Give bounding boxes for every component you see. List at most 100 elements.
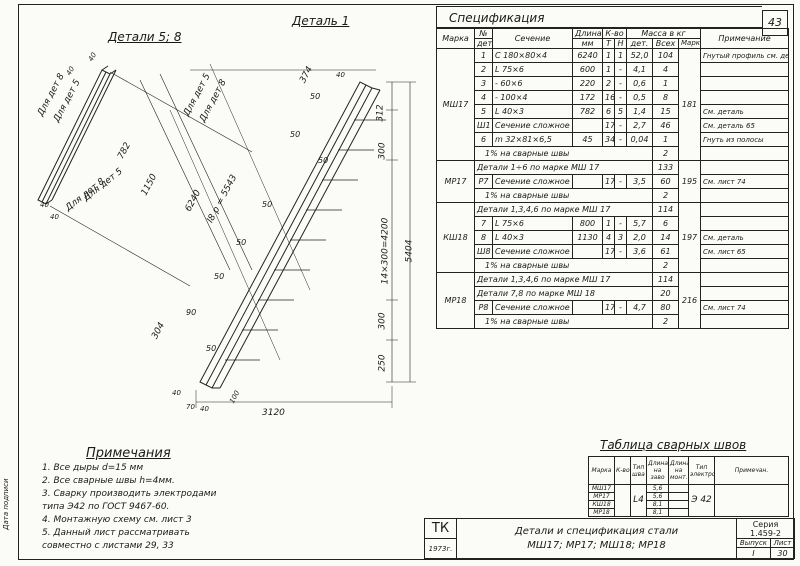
weld-hdr-type: Тип шва: [630, 456, 647, 485]
spec-sechenie: С 180×80×4: [492, 48, 573, 63]
tb-year: 1973г.: [424, 538, 457, 559]
sheet-number: 43: [768, 16, 782, 29]
spec-mass-det: 4,7: [626, 300, 653, 315]
spec-mass-marki: 216: [677, 272, 702, 329]
weld-type: L4: [630, 484, 647, 517]
spec-qty-t: 6: [602, 104, 615, 119]
spec-no: Р8: [474, 300, 493, 315]
spec-mass-marki: 195: [677, 160, 702, 203]
d1-dim-50d: 50: [262, 200, 273, 209]
spec-mass-det: 0,6: [626, 76, 653, 91]
spec-qty-t: 34: [602, 132, 615, 147]
spec-note: Гнутый профиль см. деталь: [700, 48, 790, 63]
spec-total-label: 1% на сварные швы: [474, 146, 653, 161]
spec-note: См. деталь: [700, 230, 790, 245]
spec-no: 4: [474, 90, 493, 105]
spec-qty-n: -: [614, 62, 627, 77]
spec-note: [700, 272, 790, 287]
spec-length: 172: [572, 90, 603, 105]
tb-list-val: 30: [777, 548, 788, 558]
hdr-n: Н: [614, 38, 627, 49]
spec-no: Р7: [474, 174, 493, 189]
weld-len-mont: [668, 492, 689, 501]
spec-qty-n: 3: [614, 230, 627, 245]
d1-dim-4200: 14×300=4200: [380, 217, 391, 285]
weld-hdr-electrode: Тип электрода: [688, 456, 715, 485]
spec-qty-n: -: [614, 90, 627, 105]
weld-marka: МР18: [588, 508, 615, 517]
spec-sechenie: L 40×3: [492, 230, 573, 245]
weld-marka: КШ18: [588, 500, 615, 509]
spec-total-label: 1% на сварные швы: [474, 314, 653, 329]
weld-table-wrap: Марка К-во Тип шва Длина на заво Длина н…: [588, 456, 789, 517]
d1-dim-50b: 50: [290, 130, 301, 139]
spec-sechenie: m 32×81×6,5: [492, 132, 573, 147]
spec-marka: МР17: [436, 160, 475, 203]
note-item: 5. Данный лист рассматривать: [42, 528, 190, 538]
spec-length: 45: [572, 132, 603, 147]
spec-mass-marki: 197: [677, 202, 702, 273]
spec-length: 782: [572, 104, 603, 119]
tb-vypusk-val: I: [737, 547, 771, 558]
note-item: 2. Все сварные швы h=4мм.: [42, 476, 175, 486]
spec-qty-n: -: [614, 216, 627, 231]
weld-len-mont: [668, 484, 689, 493]
spec-note: [700, 76, 790, 91]
spec-mass-det: 2,0: [626, 230, 653, 245]
hdr-massa: Масса в кг: [625, 28, 702, 39]
d1-dim-50a: 50: [310, 92, 321, 101]
spec-all: 60: [652, 174, 679, 189]
spec-all: 15: [652, 104, 679, 119]
spec-total-label: 1% на сварные швы: [474, 188, 653, 203]
spec-all: 61: [652, 244, 679, 259]
spec-qty-n: -: [614, 76, 627, 91]
d1-dim-300a: 300: [377, 142, 388, 160]
spec-sechenie: - 100×4: [492, 90, 573, 105]
spec-marka: МШ17: [436, 48, 475, 161]
spec-qty-t: 17: [602, 174, 615, 189]
spec-note: [700, 202, 790, 217]
weld-note: [714, 484, 789, 517]
note-item: 3. Сварку производить электродами: [42, 489, 217, 499]
spec-total-label: 1% на сварные швы: [474, 258, 653, 273]
spec-total-val: 2: [652, 258, 679, 273]
spec-all: 114: [652, 202, 679, 217]
margin-stamp: Дата подписи: [2, 478, 10, 530]
spec-mass-det: 5,7: [626, 216, 653, 231]
d1-dim-90: 90: [186, 308, 197, 317]
spec-all: 1: [652, 76, 679, 91]
tb-org: ТК: [424, 518, 457, 539]
tb-vypusk-label: Выпуск: [737, 539, 771, 549]
spec-mass-det: 1,4: [626, 104, 653, 119]
note-item: 4. Монтажную схему см. лист 3: [42, 515, 192, 525]
spec-qty-t: 16: [602, 90, 615, 105]
spec-length: [572, 174, 603, 189]
weld-title: Таблица сварных швов: [600, 438, 747, 452]
spec-qty-n: -: [614, 174, 627, 189]
spec-length: [572, 118, 603, 133]
spec-mass-det: 3,6: [626, 244, 653, 259]
spec-note: См. лист 65: [700, 244, 790, 259]
title-block: ТК Детали и спецификация стали МШ17; МР1…: [424, 518, 795, 559]
spec-total-note: [700, 188, 790, 203]
spec-total-note: [700, 258, 790, 273]
spec-no: 5: [474, 104, 493, 119]
spec-title-cell: Спецификация: [436, 6, 762, 28]
spec-marka: МР18: [436, 272, 475, 329]
spec-length: 800: [572, 216, 603, 231]
note-item: типа Э42 по ГОСТ 9467-60.: [42, 502, 170, 512]
d58-dim-9: 40: [50, 213, 59, 221]
tb-seria: Серия 1.459-2: [736, 518, 795, 539]
spec-all: 4: [652, 62, 679, 77]
tb-list-label: Лист: [770, 539, 794, 549]
spec-qty-t: 17: [602, 118, 615, 133]
spec-length: 220: [572, 76, 603, 91]
spec-sechenie: L 75×6: [492, 216, 573, 231]
